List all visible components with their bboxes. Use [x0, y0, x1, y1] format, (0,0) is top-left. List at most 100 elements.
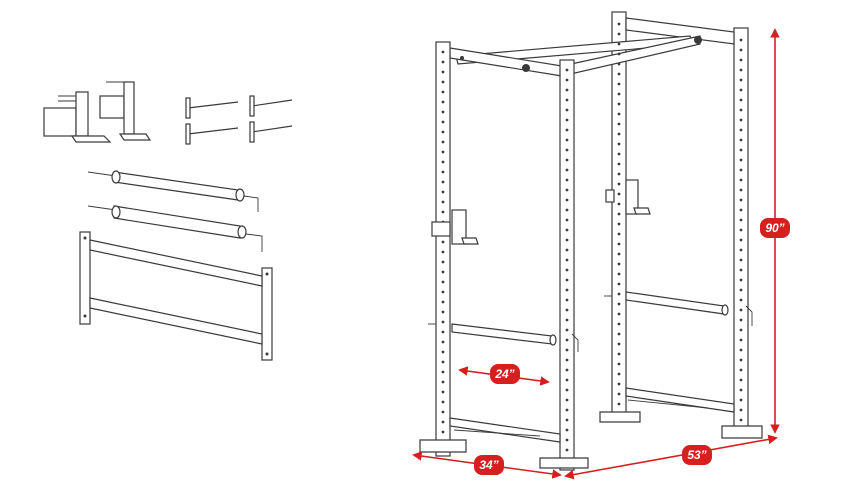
upright-hole [441, 330, 445, 334]
upright-hole [441, 60, 445, 64]
upright-hole [739, 228, 743, 232]
upright-hole [441, 350, 445, 354]
upright-hole [565, 108, 569, 112]
upright-hole [565, 238, 569, 242]
upright-hole [617, 132, 621, 136]
upright-hole [565, 428, 569, 432]
upright-hole [441, 340, 445, 344]
upright-hole [565, 148, 569, 152]
upright-hole [739, 198, 743, 202]
upright-hole [565, 128, 569, 132]
upright-hole [441, 50, 445, 54]
upright-hole [739, 178, 743, 182]
upright-hole [617, 72, 621, 76]
upright-hole [617, 32, 621, 36]
upright-hole [565, 208, 569, 212]
safety-spotter-bars-icon [87, 170, 263, 252]
upright-hole [739, 108, 743, 112]
upright-hole [441, 270, 445, 274]
upright-hole [739, 338, 743, 342]
upright-hole [739, 158, 743, 162]
upright-hole [441, 310, 445, 314]
upright-hole [739, 138, 743, 142]
upright-hole [441, 300, 445, 304]
upright-hole [565, 418, 569, 422]
upright-hole [565, 318, 569, 322]
upright-hole [617, 62, 621, 66]
upright-hole [739, 398, 743, 402]
upright-hole [617, 82, 621, 86]
upright-hole [739, 148, 743, 152]
power-rack-icon [419, 11, 763, 471]
upright-hole [565, 228, 569, 232]
upright-hole [617, 242, 621, 246]
upright-hole [739, 378, 743, 382]
upright-hole [739, 248, 743, 252]
upright-hole [441, 320, 445, 324]
upright-hole [565, 118, 569, 122]
upright-hole [739, 188, 743, 192]
upright-hole [441, 400, 445, 404]
upright-hole [739, 328, 743, 332]
upright-hole [441, 420, 445, 424]
upright-hole [441, 140, 445, 144]
upright-hole [617, 292, 621, 296]
upright-hole [617, 142, 621, 146]
upright-hole [739, 78, 743, 82]
dimension-height: 90” [760, 28, 790, 434]
upright-hole [565, 368, 569, 372]
upright-hole [739, 268, 743, 272]
upright-hole [617, 42, 621, 46]
upright-hole [739, 288, 743, 292]
pull-up-bar-frame-icon [79, 231, 273, 361]
front-safety-bar [451, 323, 553, 345]
upright-hole [565, 268, 569, 272]
upright-hole [441, 260, 445, 264]
upright-hole [441, 90, 445, 94]
upright-hole [441, 170, 445, 174]
upright-hole [739, 368, 743, 372]
upright-hole [739, 408, 743, 412]
upright-hole [739, 218, 743, 222]
upright-hole [739, 48, 743, 52]
upright-hole [617, 352, 621, 356]
upright-hole [441, 80, 445, 84]
upright-hole [441, 130, 445, 134]
width-label: 24” [494, 367, 514, 381]
upright-hole [565, 218, 569, 222]
upright-hole [739, 418, 743, 422]
upright-hole [617, 252, 621, 256]
upright-hole [617, 342, 621, 346]
upright-hole [565, 378, 569, 382]
upright-hole [739, 38, 743, 42]
upright-hole [441, 290, 445, 294]
upright-hole [565, 338, 569, 342]
upright-hole [617, 222, 621, 226]
upright-hole [441, 200, 445, 204]
upright-hole [739, 238, 743, 242]
upright-hole [441, 410, 445, 414]
upright-hole [565, 198, 569, 202]
upright-hole [565, 188, 569, 192]
upright-hole [617, 172, 621, 176]
upright-hole [617, 162, 621, 166]
upright-hole [441, 150, 445, 154]
upright-hole [441, 110, 445, 114]
upright-hole [565, 98, 569, 102]
upright-hole [441, 360, 445, 364]
depth-front-label: 34” [479, 458, 498, 472]
upright-hole [565, 138, 569, 142]
upright-hole [739, 118, 743, 122]
upright-hole [617, 332, 621, 336]
upright-hole [739, 258, 743, 262]
dimension-depth-side: 53” [564, 434, 778, 480]
upright-hole [441, 120, 445, 124]
dimension-width: 24” [458, 364, 550, 386]
upright-hole [565, 298, 569, 302]
upright-hole [565, 398, 569, 402]
upright-hole [441, 370, 445, 374]
upright-hole [565, 278, 569, 282]
upright-hole [617, 122, 621, 126]
upright-hole [441, 380, 445, 384]
